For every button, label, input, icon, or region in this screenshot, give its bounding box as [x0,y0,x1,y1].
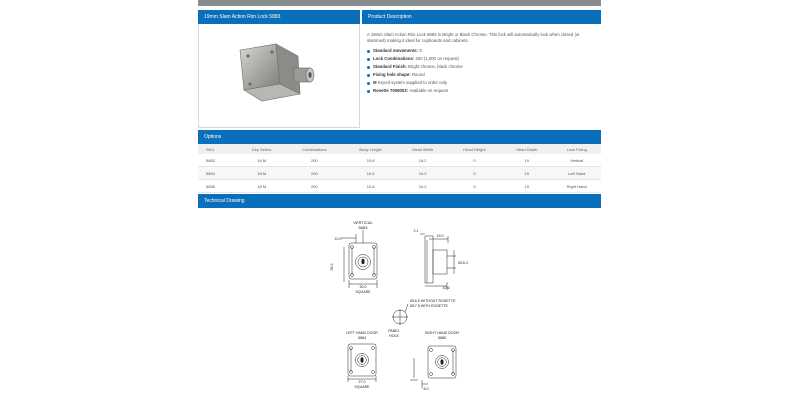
cell: 19 [501,166,553,180]
dim-30-0: 30.0 [360,285,367,289]
hole-note-with-rosette: Ø17.5 WITH ROSETTE [410,304,449,308]
description-body: A 19mm Slam Action Rim Lock 5883 in Brig… [367,32,597,96]
square-label-2: SQUARE [354,385,370,389]
col-head-height: Head Height [447,144,502,154]
table-row: 5885 18 M 200 10.6 16.2 0 19 Right Hand [198,179,601,193]
panel-hole-label-2: HOLE [389,334,399,338]
vertical-label: VERTICAL [353,220,373,225]
dim-19-0: 19.0 [437,234,444,238]
dim-dia-15-3: Ø15.3 [458,261,468,265]
dim-10-0: 10.0 [335,237,342,241]
dim-2-1: 2.1 [414,229,419,233]
product-image [239,43,315,102]
options-table: SKU Key Series Combinations Body Length … [198,144,601,193]
left-hand-door-sku: 5884 [358,336,366,340]
cell: 200 [284,179,344,193]
product-panel-header: 19mm Slam Action Rim Lock 5883 [198,10,360,24]
cell: 16.2 [397,179,448,193]
options-header: Options [198,130,601,144]
cell: 0 [447,166,502,180]
description-panel [362,10,601,128]
panel-hole-label-1: PANEL [388,329,400,333]
bullet-standard-movements: Standard movements: 8 [367,48,597,54]
technical-drawing-header: Technical Drawing [198,194,601,208]
bullet-lock-combinations: Lock Combinations: 200 (1,000 on request… [367,56,597,62]
technical-drawing: VERTICAL 5883 10.0 35.3 30.0 SQUARE 2.1 … [330,220,468,391]
col-combinations: Combinations [284,144,344,154]
cell: Left Hand [552,166,601,180]
square-label-1: SQUARE [355,290,371,294]
col-key-series: Key Series [238,144,285,154]
dim-35-3: 35.3 [330,264,334,271]
cell: 200 [284,154,344,167]
cell: 18 M [238,179,285,193]
right-hand-door-sku: 5885 [438,336,446,340]
dim-10-6: 10.6 [443,286,450,290]
vertical-sku-label: 5883 [359,225,369,230]
cell: 5884 [198,166,239,180]
right-hand-door-label: RIGHT HAND DOOR [425,331,459,335]
top-bar [198,0,601,6]
cell: Vertical [552,154,601,167]
cell: 0 [447,179,502,193]
cell: 200 [284,166,344,180]
hole-note-without-rosette: Ø16.5 WITHOUT ROSETTE [410,299,456,303]
dim-27-0: 27.0 [359,380,366,384]
cell: 18 M [238,154,285,167]
col-body-length: Body Length [343,144,398,154]
cell: Right Hand [552,179,601,193]
cell: 19 [501,179,553,193]
description-bullets: Standard movements: 8 Lock Combinations:… [367,48,597,94]
col-lock-fixing: Lock Fixing [552,144,601,154]
bullet-keyed-system: M Keyed system supplied to order only [367,80,597,86]
bullet-standard-finish: Standard Finish: Bright chrome, black ch… [367,64,597,70]
description-header: Product Description [362,10,601,24]
col-head-depth: Head Depth [501,144,553,154]
cell: 10.6 [343,179,398,193]
col-head-width: Head Width [397,144,448,154]
cell: 16.2 [397,154,448,167]
description-intro: A 19mm Slam Action Rim Lock 5883 in Brig… [367,32,580,43]
cell: 10.6 [343,154,398,167]
cell: 0 [447,154,502,167]
table-row: 5884 18 M 200 10.6 16.2 0 19 Left Hand [198,166,601,180]
cell: 5883 [198,154,239,167]
table-row: 5883 18 M 200 10.6 16.2 0 19 Vertical [198,154,601,167]
cell: 19 [501,154,553,167]
cell: 18 M [238,166,285,180]
cell: 16.2 [397,166,448,180]
bullet-rosette: Rosette 7008003: Available on request [367,88,597,94]
left-hand-door-label: LEFT HAND DOOR [346,331,378,335]
options-header-row: SKU Key Series Combinations Body Length … [198,144,601,154]
dim-6-0: 6.0 [424,387,429,391]
cell: 10.6 [343,166,398,180]
bullet-fixing-hole-shape: Fixing hole shape: Round [367,72,597,78]
col-sku: SKU [198,144,239,154]
cell: 5885 [198,179,239,193]
